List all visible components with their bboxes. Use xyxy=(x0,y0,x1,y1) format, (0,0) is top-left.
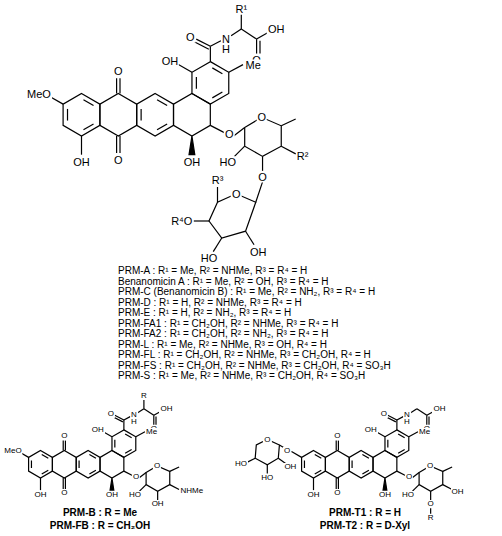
compound-definition: Benanomicin A : R¹ = Me, R² = OH, R³ = R… xyxy=(118,277,328,287)
atom-label: O xyxy=(426,462,434,470)
atom-label: Me xyxy=(418,428,431,436)
atom-label: R² xyxy=(296,151,310,162)
atom-label: HO xyxy=(200,253,219,264)
compound-caption: PRM-T1 : R = H xyxy=(329,508,401,518)
atom-label: MeO xyxy=(3,447,22,455)
compound-definition: PRM-FA1 : R¹ = CH₂OH, R² = NHMe, R³ = R⁴… xyxy=(118,319,338,329)
atom-label: O xyxy=(185,32,196,43)
compound-caption: PRM-B : R = Me xyxy=(63,508,137,518)
compound-definition: PRM-D : R¹ = H, R² = NHMe, R³ = R⁴ = H xyxy=(118,298,302,308)
atom-label: O xyxy=(153,462,161,470)
atom-label: O xyxy=(60,432,68,440)
compound-definition: PRM-E : R¹ = H, R² = NH₂, R³ = R⁴ = H xyxy=(118,308,291,318)
atom-label: OH xyxy=(91,426,105,434)
compound-definition: PRM-FL : R¹ = CH₂OH, R² = NHMe, R³ = CH₂… xyxy=(118,350,371,360)
compound-definition: PRM-C (Benanomicin B) : R¹ = Me, R² = NH… xyxy=(118,287,375,297)
atom-label: OH xyxy=(378,491,392,499)
atom-label: HO xyxy=(234,460,248,468)
atom-label: O xyxy=(380,410,388,418)
atom-label: OH xyxy=(183,156,202,167)
atom-label: R¹ xyxy=(234,3,248,14)
compound-definition: PRM-L : R¹ = Me, R² = NHMe, R³ = OH, R⁴ … xyxy=(118,340,327,350)
atom-label: NHMe xyxy=(179,487,204,495)
atom-label: Me xyxy=(245,60,262,71)
atom-label: O xyxy=(256,112,267,123)
atom-label: O xyxy=(107,410,115,418)
atom-label: OH xyxy=(249,247,268,258)
compound-caption: PRM-FB : R = CH₂OH xyxy=(50,521,150,531)
compound-definition: PRM-FA2 : R¹ = CH₂OH, R² = NH₂, R³ = R⁴ … xyxy=(118,329,328,339)
atom-label: O xyxy=(263,436,271,444)
atom-label: OH xyxy=(364,426,378,434)
atom-label: OH xyxy=(451,488,465,496)
atom-label: O xyxy=(113,66,124,77)
atom-label: O xyxy=(283,447,291,455)
atom-label: HO xyxy=(218,156,237,167)
compound-definition: PRM-FS : R¹ = CH₂OH, R² = NHMe, R³ = CH₂… xyxy=(118,361,391,371)
atom-label: OH xyxy=(105,491,119,499)
atom-label: OH xyxy=(151,500,165,508)
atom-label: O xyxy=(132,473,140,481)
atom-label: O xyxy=(333,432,341,440)
atom-label: H xyxy=(403,418,411,426)
atom-label: H xyxy=(130,418,138,426)
atom-label: OH xyxy=(161,56,180,67)
atom-label: Me xyxy=(145,428,158,436)
atom-label: OH xyxy=(432,405,446,413)
atom-label: H xyxy=(221,44,231,55)
compound-caption: PRM-T2 : R = D-Xyl xyxy=(320,521,410,531)
atom-label: R xyxy=(427,514,435,522)
atom-label: O xyxy=(427,500,435,508)
atom-label: O xyxy=(60,489,68,497)
atom-label: OH xyxy=(283,463,297,471)
atom-label: O xyxy=(257,171,268,182)
atom-label: HO xyxy=(128,491,142,499)
atom-label: OH xyxy=(72,156,91,167)
atom-label: R⁴O xyxy=(170,216,193,227)
atom-label: OH xyxy=(307,491,321,499)
atom-label: OH xyxy=(34,491,48,499)
atom-label: HO xyxy=(401,491,415,499)
atom-label: O xyxy=(333,489,341,497)
atom-label: R xyxy=(140,392,148,400)
atom-label: HO xyxy=(260,474,274,482)
atom-label: O xyxy=(405,473,413,481)
atom-label: MeO xyxy=(26,88,52,99)
atom-label: O xyxy=(231,188,242,199)
atom-label: R³ xyxy=(211,175,225,186)
atom-label: OH xyxy=(159,405,173,413)
compound-definition: PRM-S : R¹ = Me, R² = NHMe, R³ = CH₂OH, … xyxy=(118,371,365,381)
compound-definition: PRM-A : R¹ = Me, R² = NHMe, R³ = R⁴ = H xyxy=(118,266,307,276)
atom-label: O xyxy=(224,129,235,140)
atom-label: OH xyxy=(267,23,286,34)
atom-label: O xyxy=(113,154,124,165)
